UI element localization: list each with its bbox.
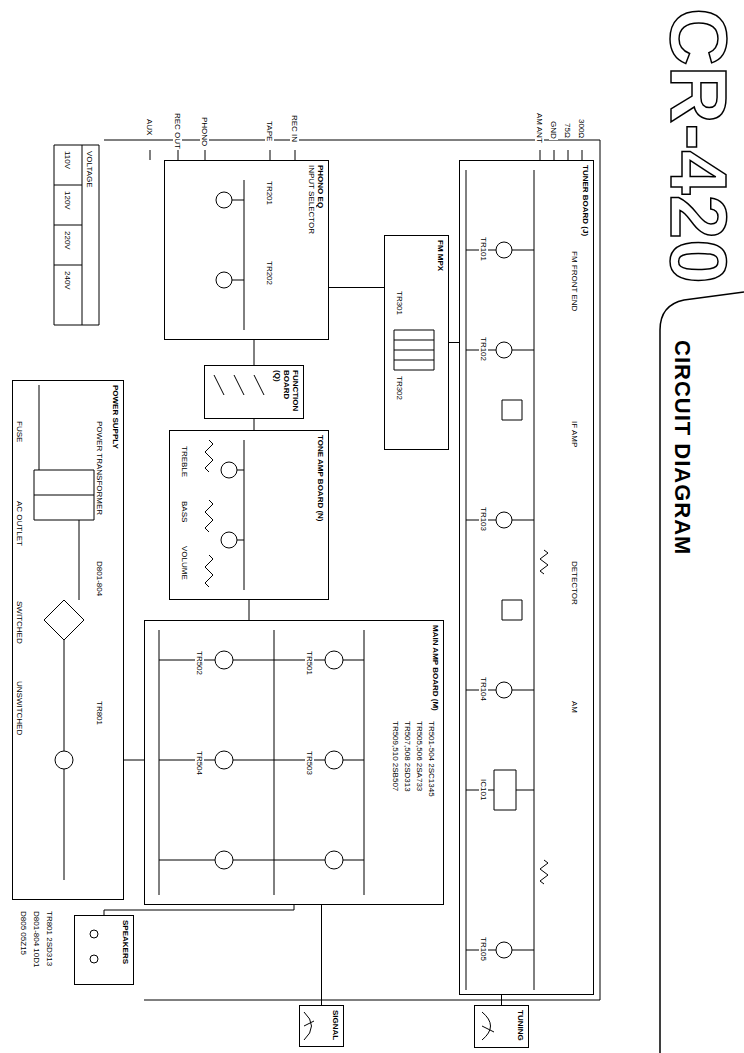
circuit-board: FM MPX	[384, 235, 449, 450]
signal-wire	[124, 760, 144, 761]
part-label: FUSE	[15, 420, 24, 443]
part-label: IC101	[479, 778, 488, 801]
signal-wire	[249, 600, 250, 620]
board-name: SIGNAL	[331, 1009, 340, 1041]
part-label: TR105	[479, 936, 488, 962]
board-name: POWER SUPPLY	[111, 384, 120, 450]
part-label: BASS	[180, 500, 189, 523]
part-label: TR101	[479, 236, 488, 262]
circuit-board: PHONO EQINPUT SELECTOR	[164, 160, 329, 340]
circuit-board: SPEAKERS	[74, 915, 134, 985]
part-label: 240V	[63, 270, 72, 291]
part-label: VOLUME	[180, 545, 189, 581]
part-label: REC OUT	[173, 112, 182, 150]
part-label: TR501	[305, 650, 314, 676]
part-label: TR801 2SD313	[45, 910, 54, 967]
signal-wire	[254, 419, 255, 430]
part-label: GND	[549, 120, 558, 140]
speaker-terminal	[90, 930, 98, 963]
part-label: AM	[570, 700, 579, 714]
part-label: 110V	[63, 150, 72, 170]
part-label: TR104	[479, 676, 488, 702]
part-label: AM ANT	[535, 112, 544, 144]
board-name: TUNING	[516, 1009, 525, 1042]
signal-wire	[254, 340, 255, 365]
board-text: INPUT SELECTOR	[307, 164, 316, 235]
circuit-board: FUNCTION BOARD (Q)	[204, 365, 304, 419]
part-label: TR202	[265, 260, 274, 286]
circuit-board: TONE AMP BOARD (N)	[169, 430, 329, 600]
part-label: D805 05Z15	[19, 910, 28, 956]
part-label: 220V	[63, 230, 72, 251]
part-label: TREBLE	[180, 445, 189, 478]
signal-wire	[449, 342, 459, 343]
part-label: TR103	[479, 506, 488, 532]
board-name: PHONO EQ	[316, 164, 325, 209]
part-label: D801-804	[95, 560, 104, 597]
circuit-board: POWER SUPPLY	[12, 380, 124, 900]
part-label: TR301	[395, 290, 404, 316]
sheet-caption: CIRCUIT DIAGRAM	[670, 340, 694, 555]
selector-wiring	[216, 180, 244, 330]
sheet-frame	[104, 140, 600, 1000]
part-label: DETECTOR	[570, 560, 579, 606]
board-name: TONE AMP BOARD (N)	[316, 434, 325, 523]
part-label: POWER TRANSFORMER	[95, 420, 104, 516]
title-tab	[660, 292, 744, 1053]
board-name: MAIN AMP BOARD (M)	[431, 624, 440, 712]
part-label: TR502	[195, 650, 204, 676]
mpx-coil	[394, 330, 434, 370]
part-label: 75Ω	[563, 122, 572, 139]
part-label: REC IN	[290, 114, 299, 143]
amp-wiring	[159, 630, 364, 895]
part-label: UNSWITCHED	[15, 680, 24, 736]
signal-wire	[321, 905, 322, 1005]
tuner-wiring	[466, 170, 534, 990]
part-label: TR507,508 2SD313	[403, 720, 412, 793]
model-title: CR-420	[654, 8, 742, 284]
part-label: VOLTAGE	[85, 150, 94, 189]
circuit-board: SIGNAL	[299, 1005, 344, 1047]
part-label: IF AMP	[570, 420, 579, 448]
signal-wire	[329, 287, 384, 288]
part-label: 300Ω	[577, 118, 586, 139]
part-label: TR302	[395, 375, 404, 401]
part-label: TAPE	[265, 120, 274, 142]
input-wiring	[150, 150, 582, 160]
signal-wire	[104, 905, 294, 915]
board-name: FM MPX	[436, 239, 445, 272]
part-label: TR503	[305, 750, 314, 776]
part-label: PHONO	[200, 116, 209, 147]
part-label: AUX	[145, 118, 154, 136]
transistor-symbol	[215, 651, 343, 869]
part-label: SWITCHED	[15, 600, 24, 645]
function-switch	[214, 375, 264, 395]
voltage-table	[54, 145, 99, 325]
part-label: TR505,506 2SA733	[415, 720, 424, 792]
part-label: TR801	[95, 700, 104, 726]
part-label: TR501-504 2SC1345	[427, 720, 436, 798]
part-label: TR504	[195, 750, 204, 776]
signal-wire	[501, 995, 502, 1005]
circuit-board: TUNING	[474, 1005, 529, 1048]
part-label: 120V	[63, 190, 72, 211]
ic-symbol	[494, 400, 522, 810]
part-label: FM FRONT END	[570, 250, 579, 312]
part-label: TR509,510 2SB507	[391, 720, 400, 792]
part-label: TR201	[265, 180, 274, 206]
board-name: SPEAKERS	[121, 919, 130, 965]
tone-wiring	[205, 440, 244, 590]
power-circuit	[34, 385, 94, 880]
part-label: TR102	[479, 336, 488, 362]
resistor-symbol	[540, 550, 548, 884]
board-name: TUNER BOARD (J)	[581, 164, 590, 237]
board-name: FUNCTION BOARD (Q)	[272, 369, 300, 413]
part-label: D801-804 10D1	[32, 910, 41, 968]
part-label: AC OUTLET	[15, 500, 24, 547]
